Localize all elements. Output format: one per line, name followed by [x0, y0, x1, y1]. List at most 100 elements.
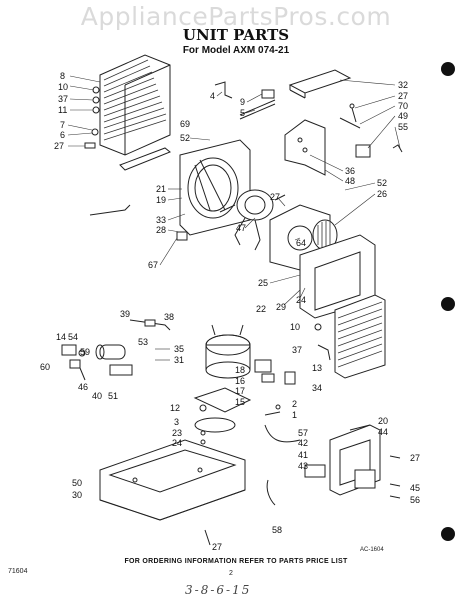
callout-label: 20 — [378, 416, 388, 426]
control-screws — [389, 455, 401, 499]
callout-label: 36 — [345, 166, 355, 176]
callout-label: 34 — [312, 383, 322, 393]
callout-label: 31 — [174, 355, 184, 365]
callout-label: 48 — [345, 176, 355, 186]
callout-label: 27 — [212, 542, 222, 552]
callout-label: 27 — [398, 91, 408, 101]
document-code: 71604 — [8, 568, 28, 575]
insulation-strip — [119, 147, 171, 171]
callout-label: 52 — [377, 178, 387, 188]
small-fasteners — [264, 404, 281, 416]
page-number: 2 — [229, 570, 233, 577]
callout-label: 19 — [156, 195, 166, 205]
callout-label: 14 — [56, 332, 66, 342]
callout-label: 9 — [240, 97, 245, 107]
callout-label: 45 — [410, 483, 420, 493]
callout-label: 25 — [258, 278, 268, 288]
wiring-harness — [264, 424, 301, 443]
screws-35-31 — [155, 348, 170, 361]
callout-label: 24 — [296, 295, 306, 305]
coil-fitting — [314, 323, 331, 361]
mounting-bracket — [214, 81, 276, 120]
screw-parts — [339, 103, 403, 158]
control-box — [304, 424, 381, 496]
callout-label: 43 — [298, 461, 308, 471]
page-title: UNIT PARTS — [182, 26, 290, 44]
callout-label: 7 — [60, 120, 65, 130]
callout-label: 38 — [164, 312, 174, 322]
callout-label: 23 — [172, 428, 182, 438]
capacitor-group — [61, 319, 171, 381]
fan-motor — [219, 189, 286, 251]
callout-label: 10 — [58, 82, 68, 92]
callout-label: 37 — [292, 345, 302, 355]
callout-label: 10 — [290, 322, 300, 332]
callout-label: 27 — [270, 192, 280, 202]
callout-label: 21 — [156, 184, 166, 194]
control-bracket — [284, 119, 326, 176]
callout-label: 39 — [120, 309, 130, 319]
callout-label: 15 — [235, 397, 245, 407]
condenser-coil — [99, 54, 171, 156]
binder-hole-icon — [441, 297, 455, 311]
evaporator-coil — [334, 294, 386, 379]
ordering-note: FOR ORDERING INFORMATION REFER TO PARTS … — [124, 558, 348, 565]
callout-label: 47 — [236, 223, 246, 233]
figure-code: AC-1604 — [360, 547, 384, 553]
callout-label: 59 — [80, 347, 90, 357]
base-pan — [99, 439, 246, 521]
callout-label: 42 — [298, 438, 308, 448]
callout-label: 44 — [378, 427, 388, 437]
callout-label: 2 — [292, 399, 297, 409]
callout-label: 53 — [138, 337, 148, 347]
callout-label: 1 — [292, 410, 297, 420]
callout-label: 27 — [410, 453, 420, 463]
callout-label: 40 — [92, 391, 102, 401]
callout-label: 26 — [377, 189, 387, 199]
fan-shroud — [179, 139, 251, 236]
coil-fittings — [84, 86, 100, 149]
callout-label: 16 — [235, 376, 245, 386]
watermark-text: AppliancePartsPros.com — [80, 2, 392, 31]
callout-label: 3 — [174, 417, 179, 427]
callout-label: 58 — [272, 525, 282, 535]
callout-label: 24 — [172, 438, 182, 448]
leader-lines — [67, 75, 401, 306]
terminal-cover — [254, 359, 296, 385]
callout-label: 54 — [68, 332, 78, 342]
callout-label: 50 — [72, 478, 82, 488]
callout-label: 55 — [398, 122, 408, 132]
callout-label: 64 — [296, 238, 306, 248]
handwritten-note: 3-8-6-15 — [185, 583, 252, 597]
screw-27 — [204, 529, 211, 546]
callout-label: 37 — [58, 94, 68, 104]
binder-hole-icon — [441, 527, 455, 541]
callout-labels: 8 10 37 11 7 6 27 4 9 5 69 52 32 27 70 4… — [40, 71, 420, 552]
callout-label: 6 — [60, 130, 65, 140]
callout-label: 29 — [276, 302, 286, 312]
callout-label: 46 — [78, 382, 88, 392]
callout-label: 4 — [210, 91, 215, 101]
binder-hole-icon — [441, 62, 455, 76]
top-shelf — [288, 69, 352, 99]
callout-label: 33 — [156, 215, 166, 225]
callout-label: 13 — [312, 363, 322, 373]
callout-label: 22 — [256, 304, 266, 314]
grommets — [194, 404, 236, 445]
callout-label: 70 — [398, 101, 408, 111]
support-rod — [89, 204, 131, 216]
callout-label: 41 — [298, 450, 308, 460]
callout-label: 30 — [72, 490, 82, 500]
callout-label: 57 — [298, 428, 308, 438]
model-subtitle: For Model AXM 074-21 — [182, 45, 290, 56]
clip-part — [176, 231, 188, 241]
callout-label: 8 — [60, 71, 65, 81]
callout-label: 69 — [180, 119, 190, 129]
mounting-plate — [193, 387, 252, 413]
callout-label: 35 — [174, 344, 184, 354]
callout-label: 18 — [235, 365, 245, 375]
callout-label: 17 — [235, 386, 245, 396]
callout-label: 51 — [108, 391, 118, 401]
